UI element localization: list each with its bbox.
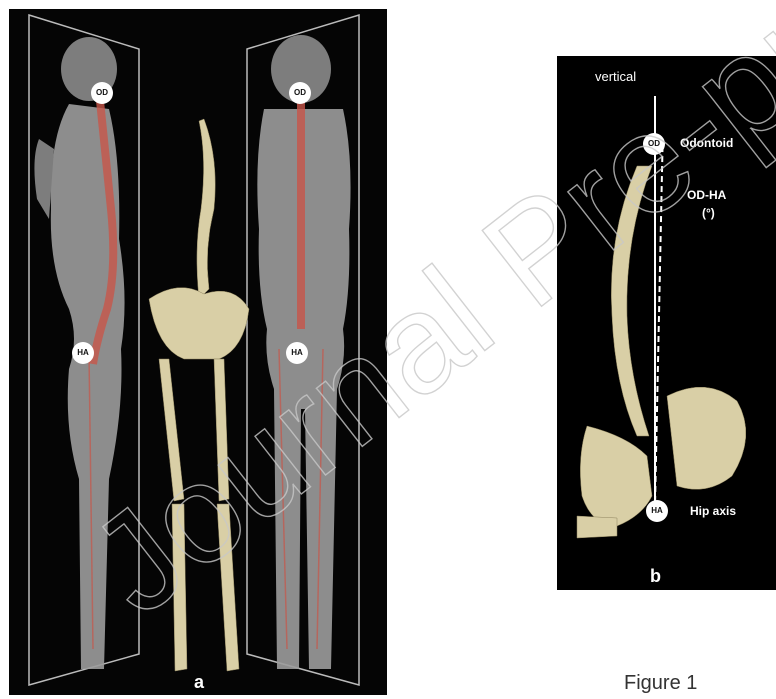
skeleton-3d	[149, 119, 249, 671]
odontoid-label: Odontoid	[680, 136, 733, 150]
ha-marker-right: HA	[286, 342, 308, 364]
figure-panel-b: vertical OD Odontoid OD-HA (°) HA Hip ax…	[557, 56, 776, 590]
panel-a-illustration	[9, 9, 387, 695]
ha-marker-left: HA	[72, 342, 94, 364]
odha-label: OD-HA	[687, 188, 726, 202]
figure-caption: Figure 1	[624, 672, 697, 695]
ha-marker-b: HA	[646, 500, 668, 522]
od-ha-line	[655, 146, 663, 506]
od-marker-left: OD	[91, 82, 113, 104]
vertical-label: vertical	[595, 69, 636, 84]
figure-panel-a: OD OD HA HA a	[9, 9, 387, 695]
hip-axis-label: Hip axis	[690, 504, 736, 518]
degree-label: (°)	[702, 206, 715, 220]
od-marker-right: OD	[289, 82, 311, 104]
panel-a-label: a	[194, 672, 204, 693]
od-marker-b: OD	[643, 133, 665, 155]
panel-b-label: b	[650, 566, 661, 587]
